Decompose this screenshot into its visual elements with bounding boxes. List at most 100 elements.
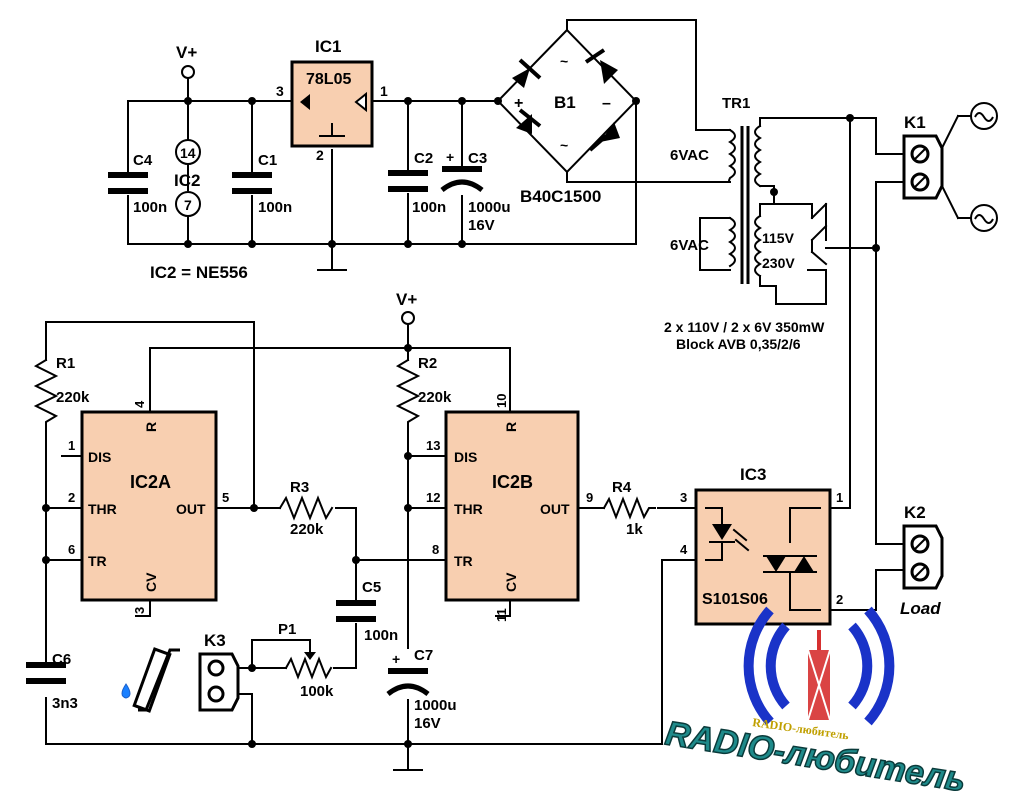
vplus-label-mid: V+ bbox=[396, 290, 417, 309]
tr1-sec2: 6VAC bbox=[670, 237, 709, 254]
ic2a-dis: DIS bbox=[88, 449, 111, 465]
c7-value: 1000u bbox=[414, 697, 457, 714]
ic2b-r: R bbox=[503, 422, 519, 432]
ic2b-name: IC2B bbox=[492, 472, 533, 492]
ic1-name: IC1 bbox=[315, 37, 341, 56]
ic2b-thr: THR bbox=[454, 501, 483, 517]
capacitor-c2 bbox=[388, 170, 428, 192]
ic2b-pin9: 9 bbox=[586, 490, 593, 505]
ic3-name: IC3 bbox=[740, 465, 766, 484]
resistor-r3 bbox=[278, 495, 334, 521]
capacitor-c6 bbox=[26, 662, 66, 684]
ac-source-icon-bottom bbox=[970, 204, 998, 232]
ic2b-pin11: 11 bbox=[494, 608, 509, 622]
r2-value: 220k bbox=[418, 389, 452, 406]
resistor-r4 bbox=[602, 496, 656, 520]
c4-name: C4 bbox=[133, 152, 153, 169]
mains-wires bbox=[846, 114, 971, 501]
ic2a-pin6: 6 bbox=[68, 542, 75, 557]
r3-name: R3 bbox=[290, 479, 309, 496]
c1-value: 100n bbox=[258, 199, 292, 216]
c6-value: 3n3 bbox=[52, 695, 78, 712]
k2-name: K2 bbox=[904, 503, 926, 522]
b1-tilde-bot: ~ bbox=[560, 137, 568, 153]
c7-voltage: 16V bbox=[414, 715, 441, 732]
ic2b-pin10: 10 bbox=[494, 394, 509, 408]
radio-lyubitel-logo: RADIO-любитель RADIO-любитель bbox=[662, 606, 969, 797]
ic3-pin4: 4 bbox=[680, 542, 688, 557]
ic2-label: IC2 bbox=[174, 171, 200, 190]
terminal-block-k2 bbox=[902, 524, 944, 590]
c2-name: C2 bbox=[414, 150, 433, 167]
vplus-label-top: V+ bbox=[176, 43, 197, 62]
ic1-pin3: 3 bbox=[276, 83, 284, 99]
ic2-pin7-label: 7 bbox=[184, 197, 192, 213]
ic2b-cv: CV bbox=[503, 572, 519, 592]
r4-value: 1k bbox=[626, 521, 643, 538]
tr1-sec1: 6VAC bbox=[670, 147, 709, 164]
ic2a-thr: THR bbox=[88, 501, 117, 517]
r2-name: R2 bbox=[418, 355, 437, 372]
c6-name: C6 bbox=[52, 651, 71, 668]
ic2a-timer bbox=[80, 410, 218, 602]
tr1-name: TR1 bbox=[722, 95, 750, 112]
transformer-tr1 bbox=[695, 117, 877, 305]
vplus-terminal-top bbox=[181, 65, 195, 79]
resistor-r2 bbox=[395, 358, 421, 431]
ic2b-tr: TR bbox=[454, 553, 473, 569]
ic2-pin14-circle bbox=[175, 139, 201, 165]
ic2a-pin4: 4 bbox=[132, 400, 147, 408]
ic2b-pin13: 13 bbox=[426, 438, 440, 453]
c3-name: C3 bbox=[468, 150, 487, 167]
c7-name: C7 bbox=[414, 647, 433, 664]
k1-name: K1 bbox=[904, 113, 926, 132]
p1-name: P1 bbox=[278, 621, 296, 638]
c1-name: C1 bbox=[258, 152, 277, 169]
r1-value: 220k bbox=[56, 389, 90, 406]
tr1-tap230: 230V bbox=[762, 255, 795, 271]
ic2a-pin1: 1 bbox=[68, 438, 75, 453]
p1-value: 100k bbox=[300, 683, 334, 700]
b1-plus: + bbox=[514, 95, 523, 112]
ic2a-name: IC2A bbox=[130, 472, 171, 492]
timer-wires bbox=[42, 311, 905, 771]
capacitor-c3 bbox=[440, 166, 484, 193]
ic1-pin2: 2 bbox=[316, 147, 324, 163]
ic2a-cv: CV bbox=[143, 572, 159, 592]
ic3-part: S101S06 bbox=[702, 591, 768, 608]
ic3-pin3: 3 bbox=[680, 490, 687, 505]
humidity-sensor-icon bbox=[121, 647, 180, 713]
ic1-part: 78L05 bbox=[306, 71, 351, 88]
terminal-block-k1 bbox=[902, 134, 944, 200]
capacitor-c4 bbox=[108, 172, 148, 194]
ic2b-timer bbox=[444, 410, 580, 602]
ic2b-dis: DIS bbox=[454, 449, 477, 465]
capacitor-c5 bbox=[336, 600, 376, 622]
b1-tilde-top: ~ bbox=[560, 53, 568, 69]
ic2a-r: R bbox=[143, 422, 159, 432]
ic2-pin7-circle bbox=[175, 191, 201, 217]
c2-value: 100n bbox=[412, 199, 446, 216]
b1-part: B40C1500 bbox=[520, 187, 601, 206]
ic2a-pin5: 5 bbox=[222, 490, 229, 505]
ic2b-out: OUT bbox=[540, 501, 570, 517]
b1-name: B1 bbox=[554, 93, 576, 112]
capacitor-c1 bbox=[232, 172, 272, 194]
potentiometer-p1 bbox=[284, 656, 333, 680]
terminal-block-k3 bbox=[198, 652, 240, 712]
vplus-terminal-mid bbox=[401, 311, 415, 325]
tr1-spec1: 2 x 110V / 2 x 6V 350mW bbox=[664, 319, 825, 335]
resistor-r1 bbox=[33, 358, 59, 431]
ic2b-pin8: 8 bbox=[432, 542, 439, 557]
c7-plus: + bbox=[392, 651, 400, 667]
bridge-rectifier-b1 bbox=[496, 19, 731, 183]
r1-name: R1 bbox=[56, 355, 75, 372]
b1-minus: – bbox=[602, 95, 611, 112]
ic3-pin2: 2 bbox=[836, 592, 843, 607]
capacitor-c7 bbox=[386, 668, 430, 697]
ac-source-icon-top bbox=[970, 102, 998, 130]
ic1-input-arrow bbox=[300, 94, 310, 110]
c3-voltage: 16V bbox=[468, 217, 495, 234]
c3-plus: + bbox=[446, 149, 454, 165]
